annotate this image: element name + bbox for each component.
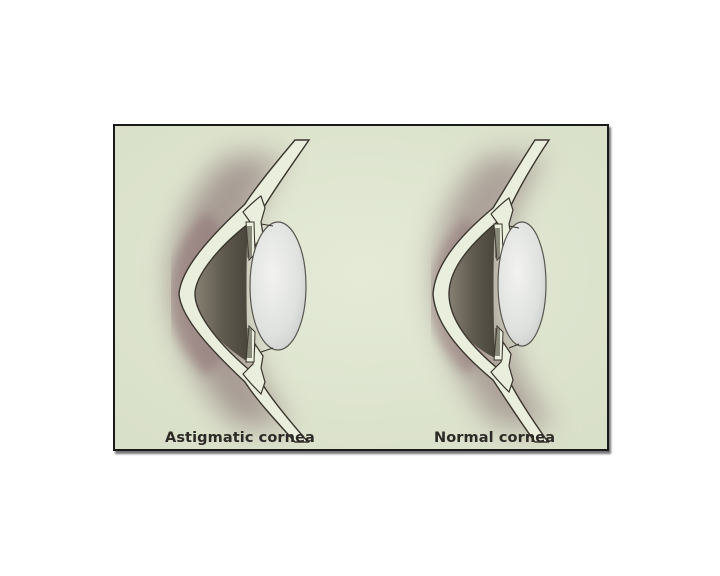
diagram-frame: Astigmatic cornea Normal cornea (113, 124, 609, 451)
cornea-right (432, 139, 551, 443)
eye-cross-section-illustration (115, 126, 607, 449)
normal-eye (428, 139, 555, 443)
anterior-chamber-right (447, 218, 495, 358)
lens-right (497, 221, 547, 347)
cornea-left (178, 139, 311, 443)
normal-cornea-label: Normal cornea (434, 430, 556, 446)
astigmatic-eye (168, 139, 311, 443)
lens-left (249, 221, 307, 351)
astigmatic-cornea-label: Astigmatic cornea (165, 430, 315, 446)
